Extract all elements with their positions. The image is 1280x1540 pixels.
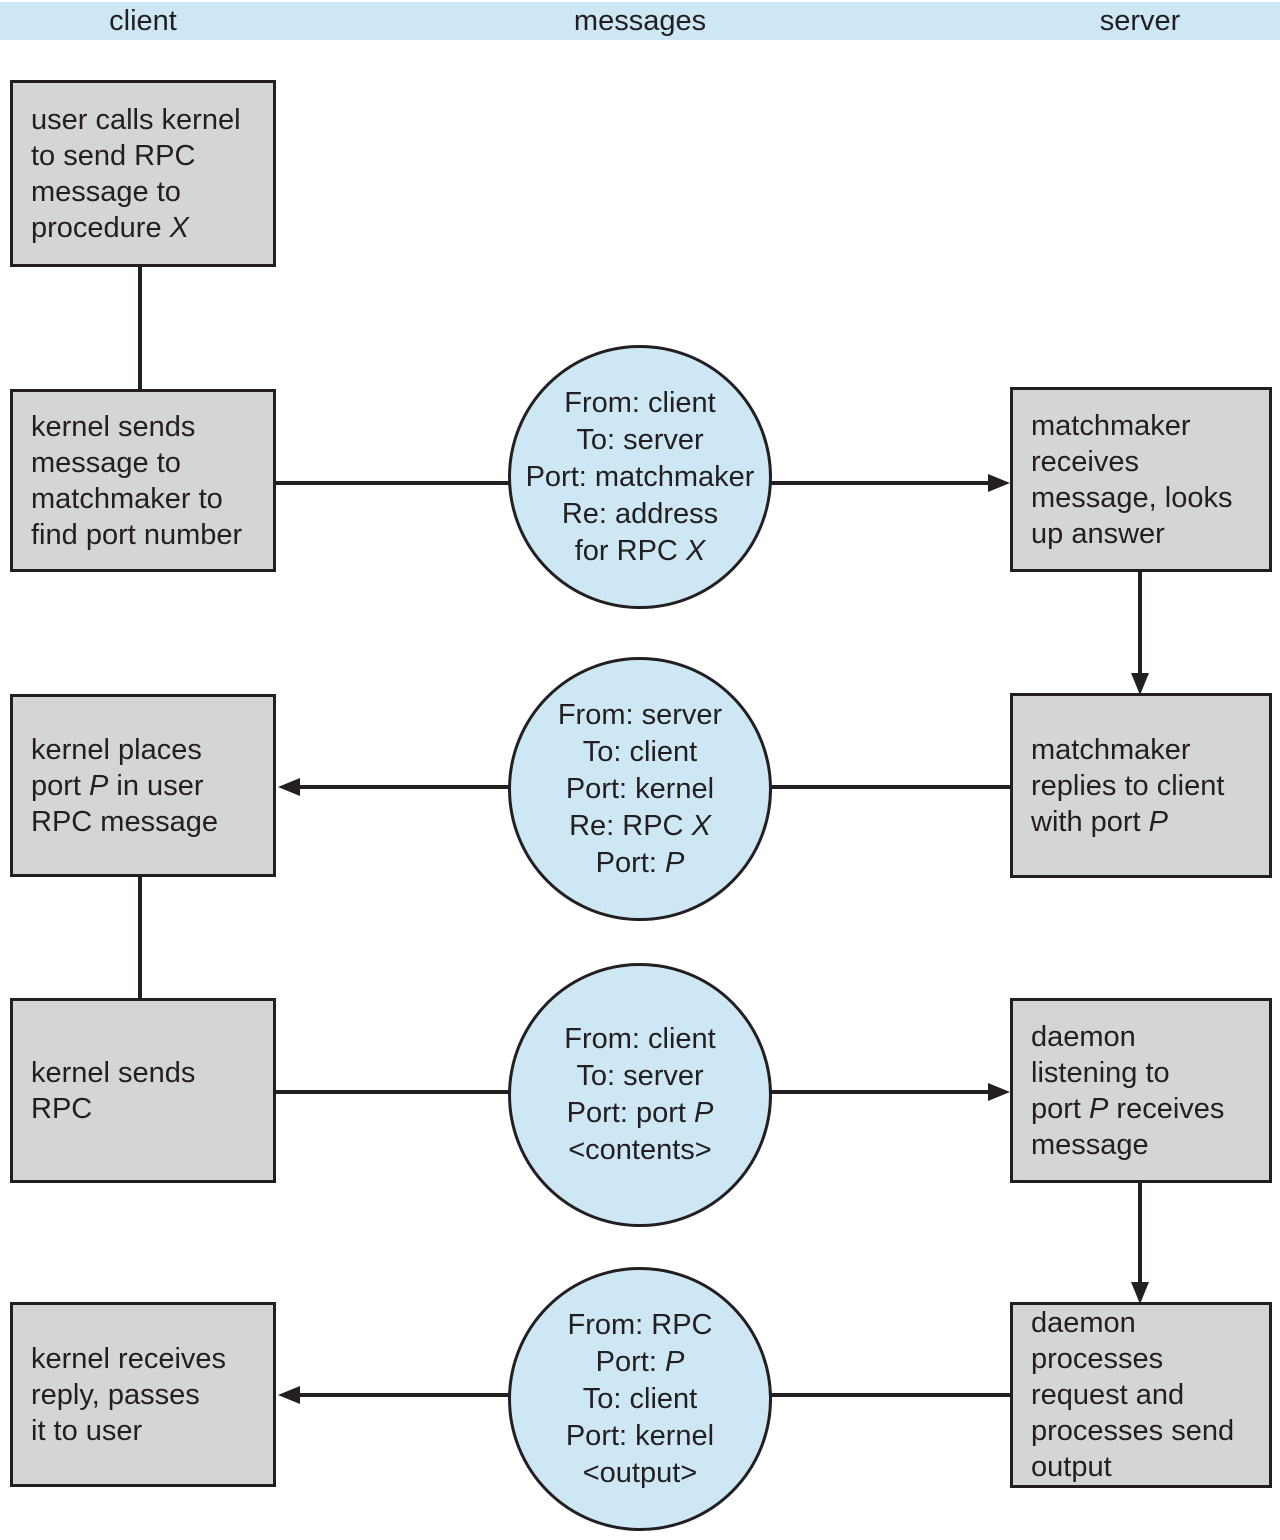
column-header-server: server — [1099, 5, 1181, 37]
arrowhead-into-daemon-processes — [1131, 1282, 1149, 1304]
arrowhead-into-kernel-receives — [278, 1386, 300, 1404]
column-header-band — [0, 2, 1280, 40]
arrowhead-into-matchmaker-replies — [1131, 673, 1149, 695]
arrowhead-into-matchmaker-receives — [988, 474, 1010, 492]
arrowhead-into-kernel-places — [278, 778, 300, 796]
column-header-messages: messages — [573, 5, 707, 37]
arrowhead-into-daemon-listening — [988, 1083, 1010, 1101]
column-header-client: client — [109, 5, 177, 37]
